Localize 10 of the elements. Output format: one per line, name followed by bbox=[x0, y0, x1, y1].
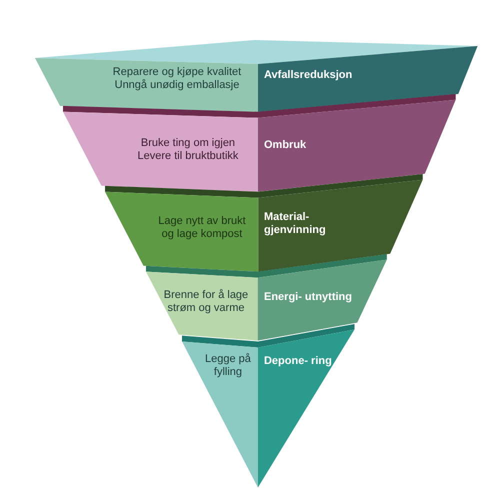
layer-description: Reparere og kjøpe kvalitet Unngå unødig emballasje bbox=[112, 66, 242, 92]
layer-description: Bruke ting om igjen Levere til bruktbutikk bbox=[136, 136, 240, 163]
layer-category: Energi- utnytting bbox=[264, 291, 352, 304]
layer-category: Depone- ring bbox=[264, 355, 332, 368]
layer-description: Brenne for å lage strøm og varme bbox=[162, 288, 250, 315]
layer-category: Ombruk bbox=[264, 139, 306, 152]
layer-category: Material- gjenvinning bbox=[264, 210, 327, 237]
layer-description: Lage nytt av brukt og lage kompost bbox=[157, 214, 247, 241]
layer-category: Avfallsreduksjon bbox=[264, 68, 352, 82]
layer-description: Legge på fylling bbox=[204, 352, 252, 379]
